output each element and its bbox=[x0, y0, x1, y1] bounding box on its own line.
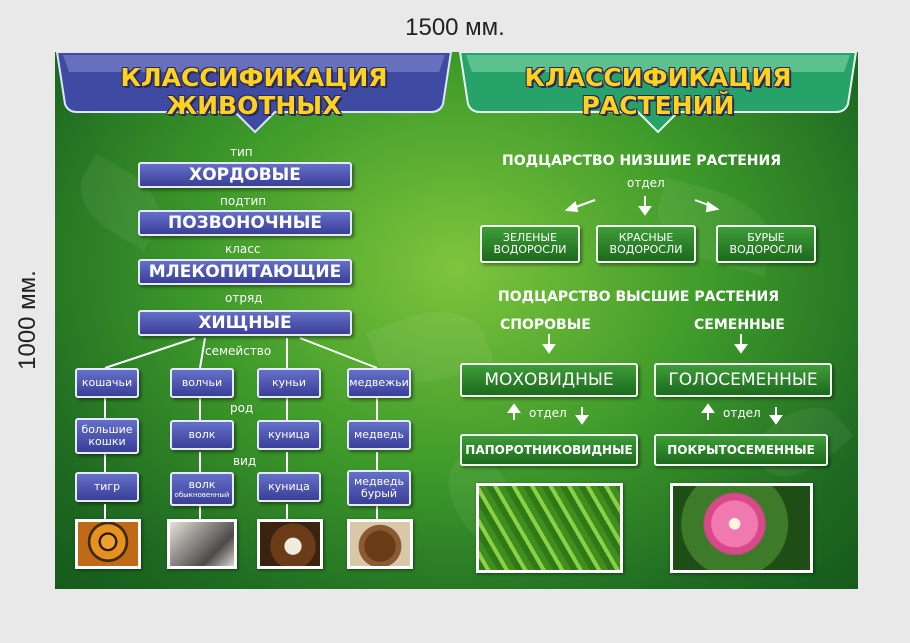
genus-box-big-cats: большие кошки bbox=[75, 418, 139, 454]
family-box-ursids: медвежьи bbox=[347, 368, 411, 398]
spore-division-label: отдел bbox=[529, 406, 567, 420]
animals-banner-shape bbox=[55, 52, 453, 134]
width-dimension-label: 1500 мм. bbox=[405, 14, 505, 41]
wolf-photo bbox=[167, 519, 237, 569]
species-box-marten: куница bbox=[257, 472, 321, 502]
rank-order-label: отряд bbox=[225, 291, 263, 305]
family-box-mustelids: куньи bbox=[257, 368, 321, 398]
order-box: ХИЩНЫЕ bbox=[138, 310, 352, 336]
higher-plants-heading: ПОДЦАРСТВО ВЫСШИЕ РАСТЕНИЯ bbox=[498, 289, 780, 305]
animals-banner: КЛАССИФИКАЦИЯ ЖИВОТНЫХ bbox=[55, 52, 453, 134]
animals-title-line1: КЛАССИФИКАЦИЯ bbox=[120, 63, 388, 92]
species-wolf-main-text: волк bbox=[188, 478, 216, 491]
red-algae-line2: ВОДОРОСЛИ bbox=[609, 243, 683, 256]
species-box-tiger: тигр bbox=[75, 472, 139, 502]
lower-plants-heading: ПОДЦАРСТВО НИЗШИЕ РАСТЕНИЯ bbox=[502, 153, 781, 169]
genus-box-wolf: волк bbox=[170, 420, 234, 450]
green-algae-box: ЗЕЛЕНЫЕ ВОДОРОСЛИ bbox=[480, 225, 580, 263]
subtype-box: ПОЗВОНОЧНЫЕ bbox=[138, 210, 352, 236]
rank-class-label: класс bbox=[225, 242, 261, 256]
species-wolf-sub-text: обыкновенный bbox=[174, 491, 230, 499]
plants-arrows bbox=[507, 196, 783, 425]
lily-photo bbox=[670, 483, 813, 573]
animals-title-line2: ЖИВОТНЫХ bbox=[166, 91, 342, 120]
genus-box-marten: куница bbox=[257, 420, 321, 450]
brown-algae-line1: БУРЫЕ bbox=[747, 231, 785, 244]
red-algae-box: КРАСНЫЕ ВОДОРОСЛИ bbox=[596, 225, 696, 263]
plants-title-line1: КЛАССИФИКАЦИЯ bbox=[524, 63, 792, 92]
bear-photo bbox=[347, 519, 413, 569]
family-box-felines: кошачьи bbox=[75, 368, 139, 398]
brown-algae-box: БУРЫЕ ВОДОРОСЛИ bbox=[716, 225, 816, 263]
spore-plants-label: СПОРОВЫЕ bbox=[500, 317, 591, 333]
height-dimension-label: 1000 мм. bbox=[14, 270, 41, 370]
ferns-box: ПАПОРОТНИКОВИДНЫЕ bbox=[460, 434, 638, 466]
rank-type-label: тип bbox=[230, 145, 253, 159]
red-algae-line1: КРАСНЫЕ bbox=[618, 231, 674, 244]
lower-division-label: отдел bbox=[627, 176, 665, 190]
species-box-brown-bear: медведь бурый bbox=[347, 470, 411, 506]
rank-genus-label: род bbox=[230, 401, 254, 415]
rank-species-label: вид bbox=[233, 454, 257, 468]
gymnosperms-box: ГОЛОСЕМЕННЫЕ bbox=[654, 363, 832, 397]
poster: КЛАССИФИКАЦИЯ ЖИВОТНЫХ КЛАССИФИКАЦИЯ РАС… bbox=[55, 52, 858, 589]
fern-photo bbox=[476, 483, 623, 573]
seed-plants-label: СЕМЕННЫЕ bbox=[694, 317, 785, 333]
rank-family-label: семейство bbox=[205, 344, 272, 358]
tiger-photo bbox=[75, 519, 141, 569]
mosses-box: МОХОВИДНЫЕ bbox=[460, 363, 638, 397]
rank-subtype-label: подтип bbox=[220, 194, 267, 208]
plants-title-line2: РАСТЕНИЙ bbox=[581, 91, 735, 120]
genus-box-bear: медведь bbox=[347, 420, 411, 450]
class-box: МЛЕКОПИТАЮЩИЕ bbox=[138, 259, 352, 285]
seed-division-label: отдел bbox=[723, 406, 761, 420]
brown-algae-line2: ВОДОРОСЛИ bbox=[729, 243, 803, 256]
type-box: ХОРДОВЫЕ bbox=[138, 162, 352, 188]
green-algae-line2: ВОДОРОСЛИ bbox=[493, 243, 567, 256]
marten-photo bbox=[257, 519, 323, 569]
animals-connector-lines bbox=[104, 337, 378, 520]
species-box-wolf: волк обыкновенный bbox=[170, 472, 234, 506]
angiosperms-box: ПОКРЫТОСЕМЕННЫЕ bbox=[654, 434, 828, 466]
green-algae-line1: ЗЕЛЕНЫЕ bbox=[502, 231, 558, 244]
plants-banner-shape bbox=[458, 52, 858, 134]
family-box-canines: волчьи bbox=[170, 368, 234, 398]
plants-banner: КЛАССИФИКАЦИЯ РАСТЕНИЙ bbox=[458, 52, 858, 134]
